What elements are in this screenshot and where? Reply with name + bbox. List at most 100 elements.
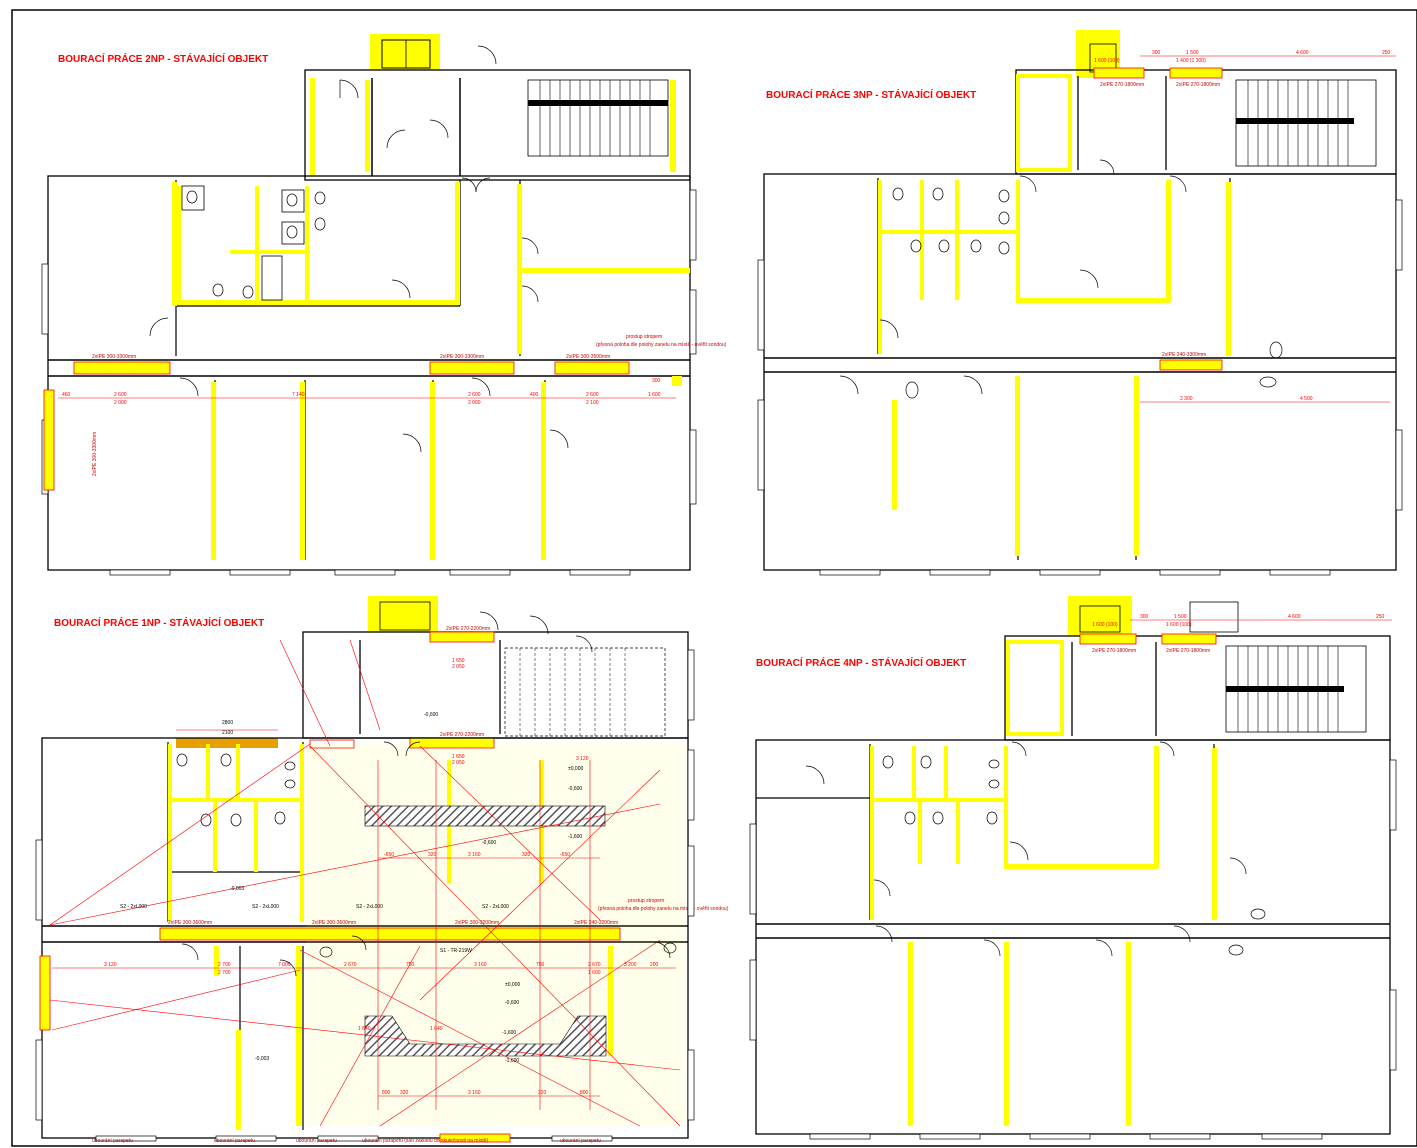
svg-text:750: 750 <box>406 962 415 968</box>
svg-text:prostup stropem: prostup stropem <box>626 334 662 340</box>
svg-text:750: 750 <box>536 962 545 968</box>
staircase <box>504 647 666 737</box>
svg-text:320: 320 <box>400 1090 409 1096</box>
svg-text:2xIPE 300-3300mm: 2xIPE 300-3300mm <box>92 354 136 360</box>
svg-text:1 500: 1 500 <box>1174 614 1187 620</box>
svg-text:1 640: 1 640 <box>358 1026 371 1032</box>
svg-text:2xIPE 300-3300mm: 2xIPE 300-3300mm <box>440 354 484 360</box>
svg-text:2xIPE 300-3300mm: 2xIPE 300-3300mm <box>92 432 98 476</box>
svg-text:2 700: 2 700 <box>218 962 231 968</box>
svg-text:S1 - TR-219W: S1 - TR-219W <box>440 948 472 954</box>
svg-text:4 500: 4 500 <box>1300 396 1313 402</box>
svg-text:400: 400 <box>530 392 539 398</box>
svg-text:3 160: 3 160 <box>468 852 481 858</box>
svg-text:2xIPE 270-2200mm: 2xIPE 270-2200mm <box>440 732 484 738</box>
svg-text:300: 300 <box>1140 614 1149 620</box>
svg-text:-0,600: -0,600 <box>505 1000 519 1006</box>
lintel-beam <box>43 389 55 491</box>
svg-text:1 400 (1 300): 1 400 (1 300) <box>1176 58 1206 64</box>
annex-outline <box>304 69 691 181</box>
svg-text:800: 800 <box>580 1090 589 1096</box>
lintel-beam <box>73 361 171 375</box>
svg-text:1 600 (100): 1 600 (100) <box>1094 58 1120 64</box>
svg-text:1 600: 1 600 <box>588 970 601 976</box>
svg-text:2 300: 2 300 <box>1180 396 1193 402</box>
svg-text:2xIPE 270-1800mm: 2xIPE 270-1800mm <box>1166 648 1210 654</box>
svg-text:2xIPE 270-1800mm: 2xIPE 270-1800mm <box>1176 82 1220 88</box>
svg-text:ubourání parapetu: ubourání parapetu <box>296 1138 337 1144</box>
svg-text:3 120: 3 120 <box>576 756 589 762</box>
svg-text:1 500: 1 500 <box>1186 50 1199 56</box>
svg-text:(přesná poloha dle polohy zane: (přesná poloha dle polohy zanelu na míst… <box>596 342 727 348</box>
svg-text:S2 - 2xL000: S2 - 2xL000 <box>252 904 279 910</box>
svg-text:7 000: 7 000 <box>278 962 291 968</box>
svg-text:-650: -650 <box>560 852 570 858</box>
staircase <box>527 79 669 157</box>
hatched-strip <box>364 805 606 827</box>
svg-text:2 000: 2 000 <box>468 400 481 406</box>
lintel-beam <box>554 361 630 375</box>
svg-text:1 640: 1 640 <box>430 1026 443 1032</box>
svg-text:2xIPE 300-3600mm: 2xIPE 300-3600mm <box>312 920 356 926</box>
staircase <box>1225 645 1367 733</box>
svg-text:2100: 2100 <box>222 730 233 736</box>
svg-text:2xIPE 240-3200mm: 2xIPE 240-3200mm <box>574 920 618 926</box>
svg-text:prostup stropem: prostup stropem <box>628 898 664 904</box>
svg-text:ubourání parapetu: ubourání parapetu <box>92 1138 133 1144</box>
svg-text:2 670: 2 670 <box>344 962 357 968</box>
svg-text:2xIPE 270-2200mm: 2xIPE 270-2200mm <box>446 626 490 632</box>
svg-text:-0,600: -0,600 <box>482 840 496 846</box>
svg-text:-650: -650 <box>384 852 394 858</box>
svg-text:2 100: 2 100 <box>586 400 599 406</box>
svg-text:±0,000: ±0,000 <box>568 766 583 772</box>
svg-text:320: 320 <box>538 1090 547 1096</box>
lintel-beam <box>429 361 515 375</box>
plan-4np: BOURACÍ PRÁCE 4NP - STÁVAJÍCÍ OBJEKT 2xI… <box>749 596 1397 1140</box>
svg-text:2 600: 2 600 <box>114 392 127 398</box>
plan-title-3np: BOURACÍ PRÁCE 3NP - STÁVAJÍCÍ OBJEKT <box>766 88 976 101</box>
svg-text:2 700: 2 700 <box>218 970 231 976</box>
svg-text:2xIPE 240-3300mm: 2xIPE 240-3300mm <box>1162 352 1206 358</box>
svg-text:3 160: 3 160 <box>468 1090 481 1096</box>
svg-text:4 600: 4 600 <box>1296 50 1309 56</box>
plan-1np: BOURACÍ PRÁCE 1NP - STÁVAJÍCÍ OBJEKT 2xI… <box>35 596 729 1144</box>
svg-text:2 600: 2 600 <box>586 392 599 398</box>
svg-text:2xIPE 300-3600mm: 2xIPE 300-3600mm <box>168 920 212 926</box>
svg-text:4 600: 4 600 <box>1288 614 1301 620</box>
svg-text:320: 320 <box>428 852 437 858</box>
plan-title-2np: BOURACÍ PRÁCE 2NP - STÁVAJÍCÍ OBJEKT <box>58 52 268 65</box>
svg-text:3 120: 3 120 <box>104 962 117 968</box>
svg-text:300: 300 <box>1152 50 1161 56</box>
svg-text:-0,600: -0,600 <box>424 712 438 718</box>
svg-text:1 600 (100): 1 600 (100) <box>1166 622 1192 628</box>
plan-2np: BOURACÍ PRÁCE 2NP - STÁVAJÍCÍ OBJEKT <box>41 34 727 576</box>
svg-text:ubourání parapetu: ubourání parapetu <box>560 1138 601 1144</box>
svg-text:2 000: 2 000 <box>114 400 127 406</box>
svg-text:ubourání parapetu: ubourání parapetu <box>214 1138 255 1144</box>
svg-text:-0,600: -0,600 <box>568 786 582 792</box>
svg-text:200: 200 <box>650 962 659 968</box>
svg-text:2xIPE 300-3500mm: 2xIPE 300-3500mm <box>566 354 610 360</box>
lintel-beam <box>159 927 621 941</box>
svg-text:250: 250 <box>1382 50 1391 56</box>
svg-text:-1,600: -1,600 <box>502 1030 516 1036</box>
svg-text:3 200: 3 200 <box>624 962 637 968</box>
svg-text:S2 - 2xL000: S2 - 2xL000 <box>356 904 383 910</box>
svg-text:460: 460 <box>62 392 71 398</box>
svg-text:2800: 2800 <box>222 720 233 726</box>
staircase <box>1235 79 1377 167</box>
svg-text:7 140: 7 140 <box>292 392 305 398</box>
svg-text:2 050: 2 050 <box>452 760 465 766</box>
svg-text:S2 - 2xL000: S2 - 2xL000 <box>482 904 509 910</box>
svg-text:3 160: 3 160 <box>474 962 487 968</box>
svg-text:-0,003: -0,003 <box>230 886 244 892</box>
sheet-frame <box>11 9 1417 1147</box>
svg-text:2xIPE 270-1800mm: 2xIPE 270-1800mm <box>1100 82 1144 88</box>
svg-text:2xIPE 270-1800mm: 2xIPE 270-1800mm <box>1092 648 1136 654</box>
plan-title-1np: BOURACÍ PRÁCE 1NP - STÁVAJÍCÍ OBJEKT <box>54 616 264 629</box>
svg-text:2 670: 2 670 <box>588 962 601 968</box>
svg-text:1 600: 1 600 <box>648 392 661 398</box>
svg-text:250: 250 <box>1376 614 1385 620</box>
svg-text:2 600: 2 600 <box>468 392 481 398</box>
